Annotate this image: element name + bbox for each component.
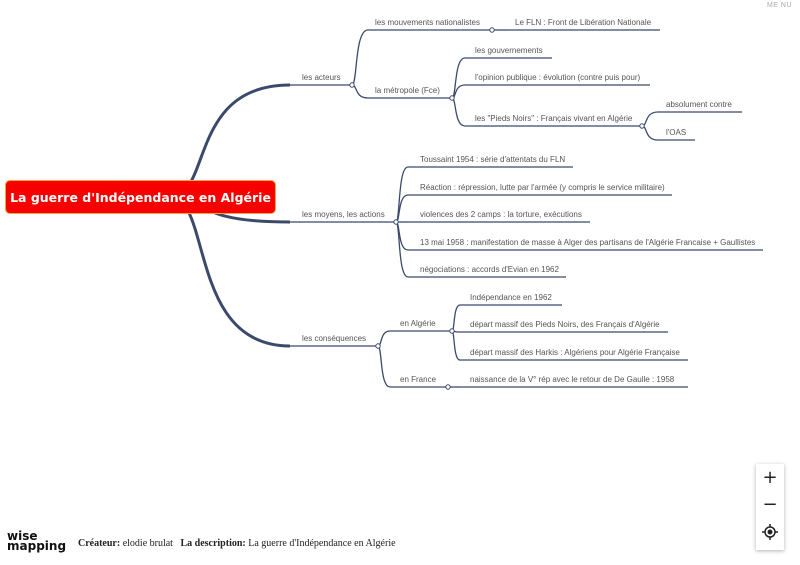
- connector-independance: [451, 304, 461, 332]
- connector-absolument: [641, 111, 659, 127]
- topic-moyens[interactable]: les moyens, les actions: [302, 210, 385, 219]
- connector-oas: [641, 125, 659, 141]
- topic-consequences[interactable]: les conséquences: [302, 334, 367, 343]
- topic-reaction[interactable]: Réaction : répression, lutte par l'armée…: [420, 183, 665, 192]
- description-text: La guerre d'Indépendance en Algérie: [248, 538, 396, 549]
- menu-button[interactable]: ME NU: [766, 2, 792, 9]
- collapse-toggle-en_algerie[interactable]: [449, 328, 455, 334]
- topic-naissance[interactable]: naissance de la V° rép avec le retour de…: [470, 375, 675, 384]
- connector-reaction: [395, 194, 409, 223]
- topic-violences[interactable]: violences des 2 camps : la torture, exéc…: [420, 210, 582, 219]
- topic-harkis[interactable]: départ massif des Harkis : Algériens pou…: [470, 348, 680, 357]
- collapse-toggle-en_france[interactable]: [445, 384, 451, 390]
- topic-gouvernements[interactable]: les gouvernements: [475, 46, 543, 55]
- creator-name: elodie brulat: [122, 538, 173, 549]
- topic-en_france[interactable]: en France: [400, 375, 437, 384]
- topic-en_algerie[interactable]: en Algérie: [400, 319, 436, 328]
- connector-en_france: [377, 345, 391, 388]
- connector-gouvernements: [451, 57, 466, 99]
- topic-mouvements[interactable]: les mouvements nationalistes: [375, 18, 480, 27]
- connector-toussaint: [395, 166, 409, 223]
- zoom-in-button[interactable]: +: [762, 466, 778, 488]
- zoom-controls: + −: [756, 464, 784, 550]
- collapse-toggle-mouvements[interactable]: [489, 27, 495, 33]
- topic-negociations[interactable]: négociations : accords d'Evian en 1962: [420, 265, 559, 274]
- collapse-toggle-moyens[interactable]: [393, 219, 399, 225]
- zoom-out-button[interactable]: −: [762, 494, 778, 516]
- collapse-toggle-metropole[interactable]: [449, 95, 455, 101]
- topic-oas[interactable]: l'OAS: [666, 128, 687, 137]
- collapse-toggle-pieds_noirs[interactable]: [639, 123, 645, 129]
- locate-icon[interactable]: [762, 524, 778, 545]
- topic-metropole[interactable]: la métropole (Fce): [375, 86, 440, 95]
- topic-depart_pn[interactable]: départ massif des Pieds Noirs, des Franç…: [470, 320, 660, 329]
- map-info: Créateur: elodie brulat La description: …: [78, 538, 396, 549]
- topic-acteurs[interactable]: les acteurs: [302, 73, 341, 82]
- collapse-toggle-consequences[interactable]: [375, 343, 381, 349]
- description-label: La description:: [180, 538, 246, 549]
- topic-mai58[interactable]: 13 mai 1958 : manifestation de masse à A…: [420, 238, 756, 247]
- topic-pieds_noirs[interactable]: les "Pieds Noirs" : Français vivant en A…: [475, 114, 633, 123]
- connector-metropole: [351, 84, 369, 99]
- topic-absolument[interactable]: absolument contre: [666, 100, 732, 109]
- topic-toussaint[interactable]: Toussaint 1954 : série d'attentats du FL…: [420, 155, 566, 164]
- central-topic[interactable]: La guerre d'Indépendance en Algérie: [5, 180, 276, 214]
- topic-fln[interactable]: Le FLN : Front de Libération Nationale: [515, 18, 652, 27]
- connector-en_algerie: [377, 330, 391, 347]
- connector-harkis: [451, 330, 461, 361]
- topic-opinion[interactable]: l'opinion publique : évolution (contre p…: [475, 73, 641, 82]
- connector-pieds_noirs: [451, 97, 466, 127]
- topic-independance[interactable]: Indépendance en 1962: [470, 293, 552, 302]
- creator-label: Créateur:: [78, 538, 121, 549]
- collapse-toggle-acteurs[interactable]: [349, 82, 355, 88]
- connector-consequences: [169, 195, 291, 348]
- connector-mouvements: [351, 29, 369, 86]
